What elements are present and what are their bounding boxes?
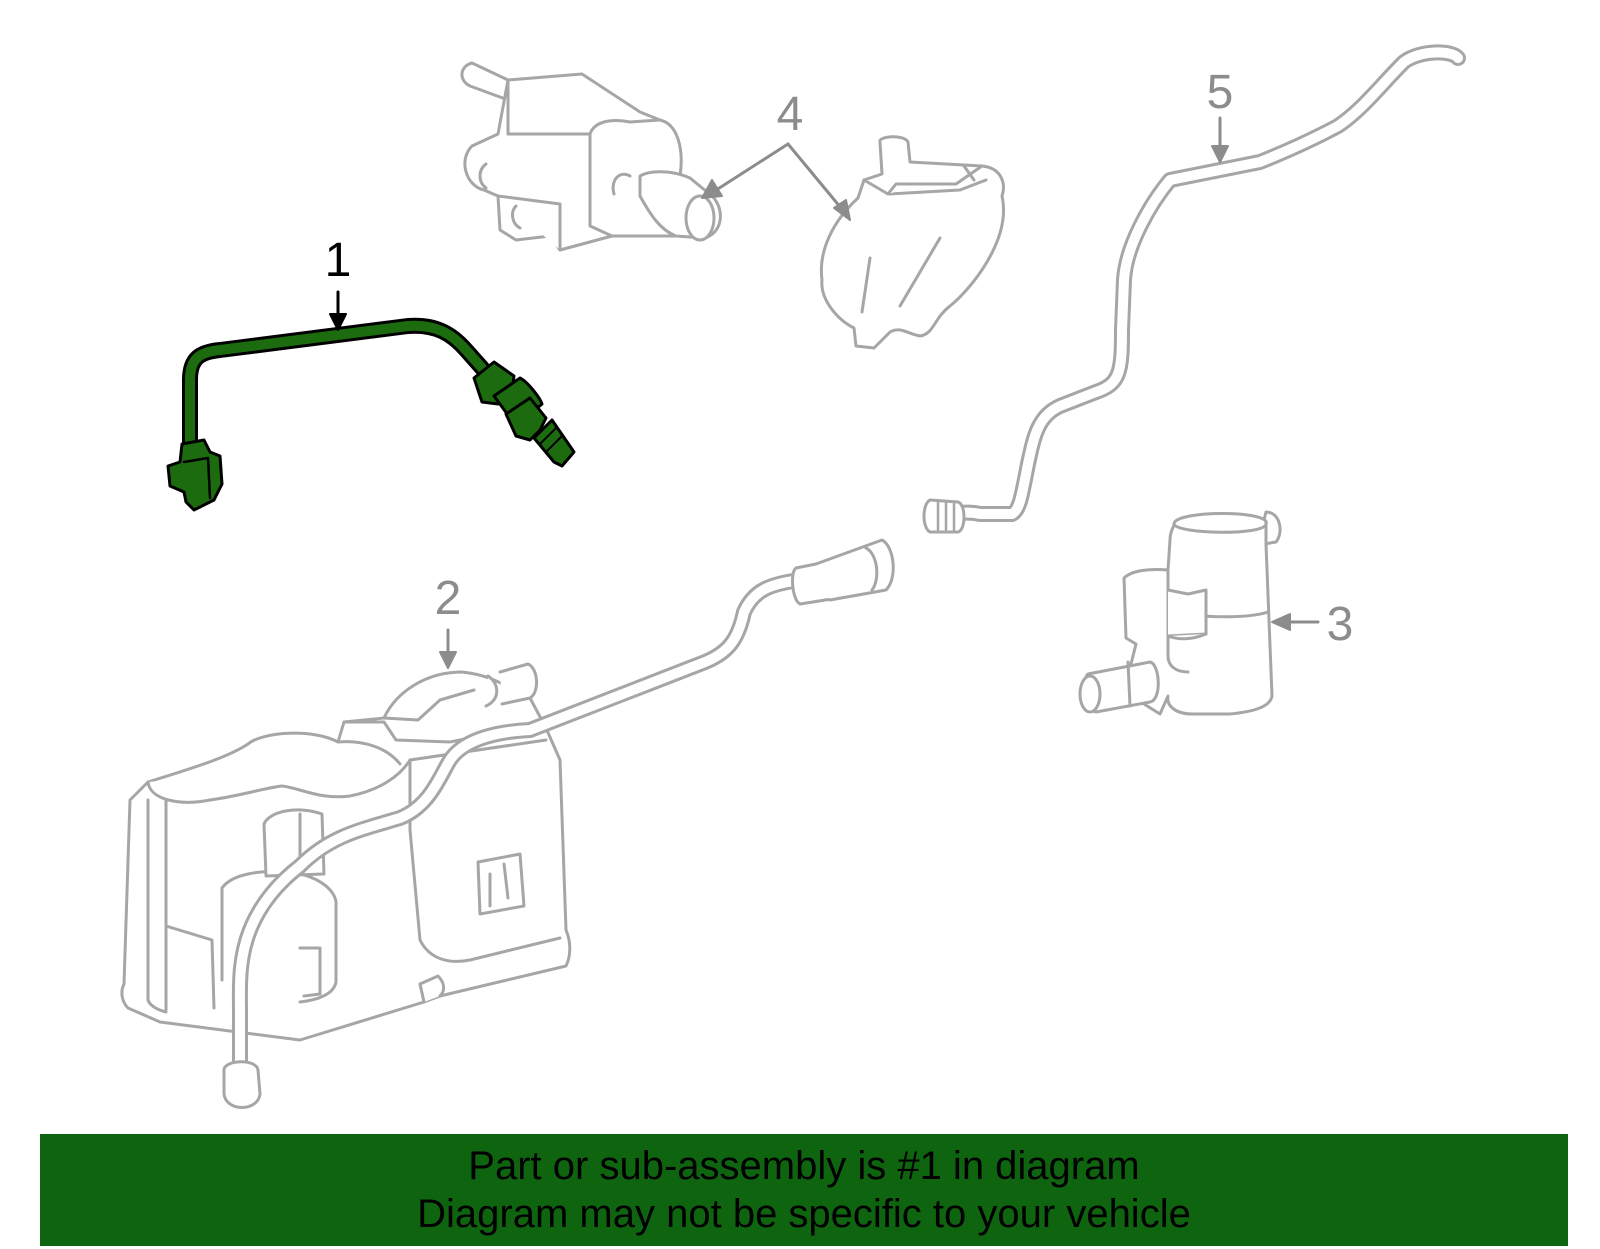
banner-line-disclaimer: Diagram may not be specific to your vehi… [417,1192,1191,1236]
callout-1: 1 [325,234,352,287]
leader-lines [329,116,1320,669]
part-4-purge-valve [460,61,722,252]
callout-2: 2 [435,572,462,625]
callout-3: 3 [1327,598,1354,651]
part-2-canister [120,662,572,1042]
info-banner-background [40,1134,1568,1246]
part-4-bracket [819,135,1005,350]
callout-5: 5 [1207,66,1234,119]
info-banner: Part or sub-assembly is #1 in diagram Di… [40,1134,1568,1246]
part-3-vent-valve [1078,510,1282,716]
part-5-hose [922,44,1466,534]
callout-4: 4 [777,88,804,141]
banner-line-part-note: Part or sub-assembly is #1 in diagram [468,1144,1140,1188]
part-1-oxygen-sensor [166,317,576,512]
part-2-hose [222,538,895,1109]
